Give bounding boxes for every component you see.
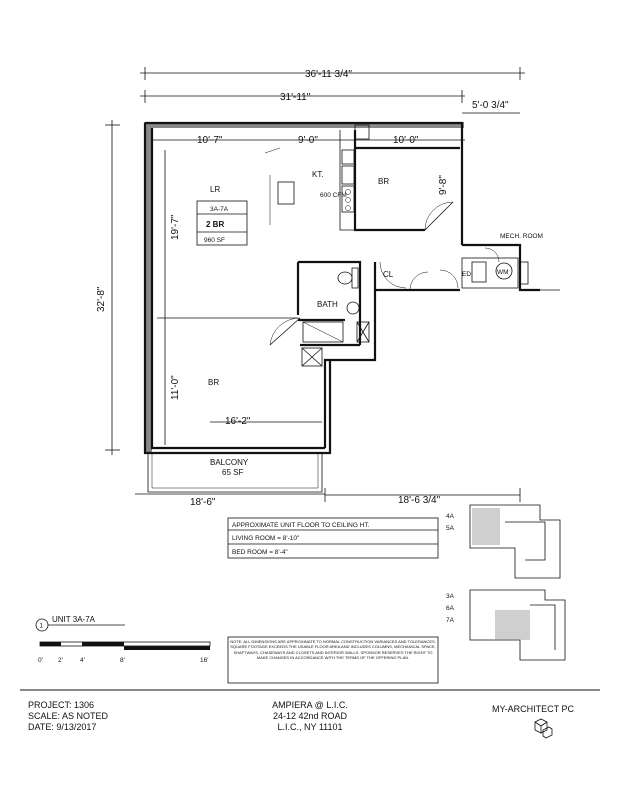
project-scale: SCALE: AS NOTED (28, 711, 109, 721)
doors (269, 201, 500, 346)
scale-tick: 4' (80, 657, 85, 664)
scale-tick: 16' (200, 657, 208, 664)
kitchen-fixtures (264, 124, 370, 225)
dim-lr-height: 19'-7" (170, 214, 181, 240)
scale-bar: 0' 2' 4' 8' 16' (38, 641, 211, 664)
room-kt: KT. (312, 170, 324, 179)
balcony (147, 453, 323, 493)
firm-logo (534, 718, 553, 739)
key-plan-label: 5A (446, 525, 455, 532)
unit-info-box: 3A-7A 2 BR 960 SF (196, 200, 248, 246)
ceiling-height-table: APPROXIMATE UNIT FLOOR TO CEILING HT. LI… (227, 517, 439, 559)
scale-tick: 2' (58, 657, 63, 664)
dim-kt-width: 9'-0" (298, 135, 318, 146)
room-bath: BATH (317, 300, 338, 309)
project-number: PROJECT: 1306 (28, 700, 95, 710)
building-address-1: 24-12 42nd ROAD (272, 711, 348, 721)
room-closet: CL (383, 270, 394, 279)
unit-area: 960 SF (204, 237, 225, 244)
dim-br-depth: 9'-8" (438, 175, 449, 195)
unit-label-text: UNIT 3A-7A (52, 615, 96, 624)
building-address-2: L.I.C., NY 11101 (277, 722, 343, 732)
dim-bottom-right: 18'-6 3/4" (398, 495, 441, 506)
bottom-dimensions: 18'-6" 18'-6 3/4" 16'-2" (135, 416, 521, 508)
building-name: AMPIERA @ L.I.C. (272, 700, 348, 710)
unit-label: 1 UNIT 3A-7A (35, 615, 125, 632)
ceiling-title: APPROXIMATE UNIT FLOOR TO CEILING HT. (232, 522, 370, 529)
room-br-top: BR (378, 177, 389, 186)
room-balcony: BALCONY (210, 458, 249, 467)
key-plan-label: 3A (446, 593, 455, 600)
balcony-area: 65 SF (222, 468, 243, 477)
unit-type: 2 BR (206, 220, 224, 229)
dim-bottom-left: 18'-6" (190, 497, 216, 508)
building-info: AMPIERA @ L.I.C. 24-12 42nd ROAD L.I.C.,… (240, 700, 380, 733)
key-plan-label: 7A (446, 617, 455, 624)
top-dimensions: 36'-11 3/4" 31'-11" 5'-0 3/4" 10'-7" 9'-… (140, 67, 525, 146)
key-plan-bottom: 3A 6A 7A (446, 589, 566, 661)
unit-number: 3A-7A (210, 206, 229, 213)
left-dimensions: 32'-8" 19'-7" 11'-0" 9'-8" (96, 120, 449, 455)
key-plan-label: 4A (446, 513, 455, 520)
dim-br-height: 11'-0" (170, 375, 181, 400)
key-plan-top: 4A 5A (446, 504, 561, 579)
project-date: DATE: 9/13/2017 (28, 722, 97, 732)
project-info: PROJECT: 1306 SCALE: AS NOTED DATE: 9/13… (28, 700, 108, 733)
walls (143, 121, 560, 455)
dim-br-width: 16'-2" (225, 416, 251, 427)
mech-room (461, 257, 529, 289)
unit-label-number: 1 (40, 623, 44, 630)
dim-right-offset: 5'-0 3/4" (472, 100, 509, 111)
scale-tick: 0' (38, 657, 43, 664)
bath-fixtures (301, 267, 370, 367)
ceiling-living: LIVING ROOM = 8'-10" (232, 535, 300, 542)
dim-overall-height: 32'-8" (96, 286, 107, 312)
vent-label: 600 CFM (320, 192, 347, 199)
dim-overall-width: 36'-11 3/4" (305, 69, 352, 80)
firm-name: MY-ARCHITECT PC (492, 704, 575, 714)
dim-lr-width: 10'-7" (197, 135, 223, 146)
room-ed: ED (462, 271, 471, 278)
room-mech: MECH. ROOM (500, 233, 543, 240)
key-plan-label: 6A (446, 605, 455, 612)
ceiling-bed: BED ROOM = 8'-4" (232, 549, 288, 556)
room-br-bottom: BR (208, 378, 219, 387)
scale-tick: 8' (120, 657, 125, 664)
room-lr: LR (210, 185, 220, 194)
dim-interior-width: 31'-11" (280, 92, 311, 103)
disclaimer-note: NOTE: ALL DIMENSIONS ARE APPROXIMATE TO … (230, 639, 436, 660)
room-wm: WM (497, 269, 509, 276)
dim-br-top-width: 10'-0" (393, 135, 419, 146)
